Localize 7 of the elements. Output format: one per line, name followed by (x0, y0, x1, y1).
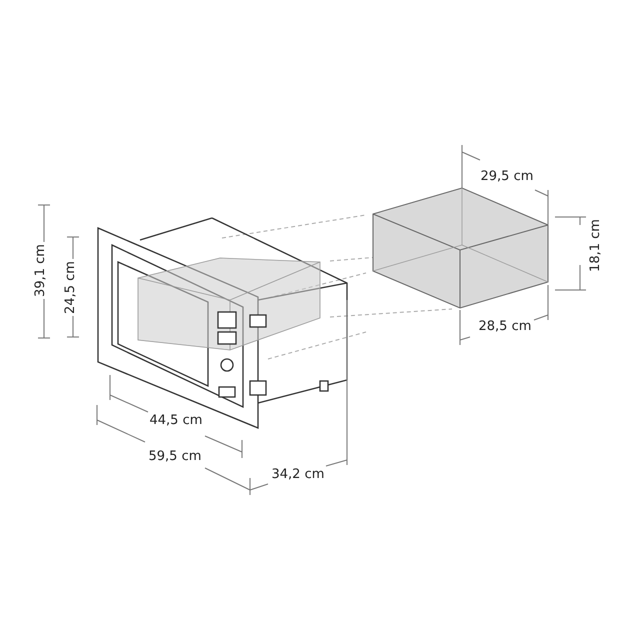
dimension-label: 39,1 cm (32, 242, 48, 298)
dimension-label: 24,5 cm (62, 258, 78, 316)
dimension-label: 28,5 cm (476, 318, 534, 334)
dimension-label: 34,2 cm (270, 466, 326, 482)
dimension-label: 44,5 cm (148, 412, 204, 428)
dimension-label: 59,5 cm (146, 448, 204, 464)
dimension-label: 29,5 cm (478, 168, 536, 184)
